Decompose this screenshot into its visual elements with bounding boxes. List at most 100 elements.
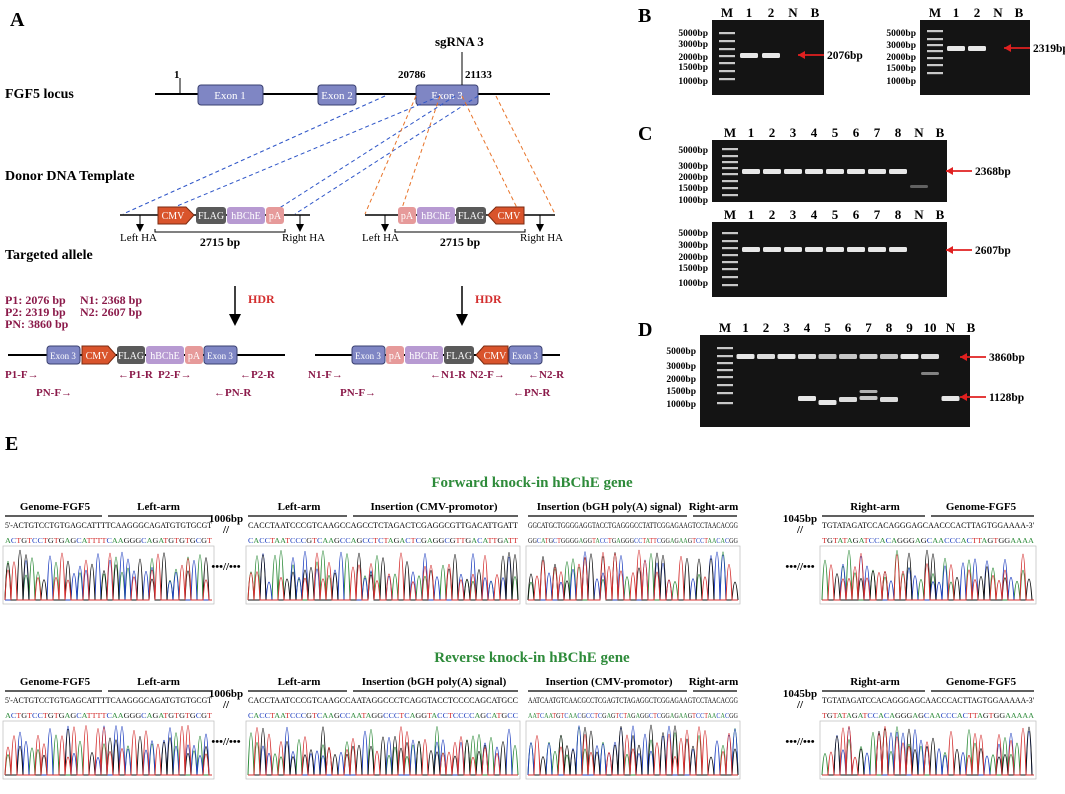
ladder-band (927, 38, 943, 41)
exon2-box (317, 84, 357, 106)
ladder-band (722, 155, 738, 158)
gap-ellipsis: •••//••• (785, 736, 814, 748)
donor1-hbche (227, 207, 265, 224)
sample-band (947, 46, 965, 51)
sample-band (736, 354, 755, 359)
rev-hbche-label: hBChE (409, 351, 438, 362)
ladder-band (722, 173, 738, 176)
lane-label-4: 4 (811, 207, 818, 222)
rev-cmv-label: CMV (484, 351, 508, 362)
region-label: Right-arm (850, 676, 900, 688)
lane-label-N: N (993, 5, 1003, 20)
called-bases: TGTATAGATCCACAGGGAGCAACCCACTTAGTGGAAAAA (822, 711, 1035, 720)
exon2-label: Exon 2 (321, 90, 352, 102)
donor2-hbche-label: hBChE (421, 211, 450, 222)
band-arrow-head (960, 353, 967, 361)
fwd-cmv-label: CMV (86, 351, 110, 362)
lane-label-8: 8 (886, 320, 893, 335)
primer-p1-f: P1-F→ (5, 369, 39, 381)
donor2-hbche (417, 207, 455, 224)
rev-hbche (405, 346, 443, 364)
called-bases: TGTATAGATCCACAGGGAGCAACCCACTTAGTGGAAAA (822, 536, 1035, 545)
size-label-bp5000: 5000bp (886, 29, 916, 39)
called-bases: ACTGTCCTGTGAGCATTTTCAAGGGCAGATGTGTGCGT (5, 536, 212, 545)
trace-frame (819, 720, 1037, 780)
panel-label-d: D (638, 319, 652, 341)
sample-band (880, 354, 898, 359)
lane-label-N: N (946, 320, 956, 335)
rev-flag (444, 346, 474, 364)
band-size-d_band_lo: 1128bp (989, 392, 1024, 404)
gap-size-label: 1045bp (783, 513, 817, 525)
sample-band (762, 53, 780, 58)
chromatogram-trace (4, 549, 212, 601)
sample-band (763, 247, 781, 252)
exon1-label: Exon 1 (214, 90, 245, 102)
region-label: Right-arm (689, 676, 739, 688)
gap-size-label: 1006bp (209, 688, 243, 700)
trace-frame (819, 545, 1037, 605)
sample-band (777, 354, 796, 359)
ladder-band (722, 276, 738, 279)
band-size-b1_band: 2076bp (827, 50, 863, 62)
donor2-left-ha: Left HA (362, 232, 399, 244)
region-label: Genome-FGF5 (20, 676, 91, 688)
size-label-bp1500: 1500bp (678, 184, 708, 194)
lane-label-5: 5 (832, 125, 839, 140)
panel-label-c: C (638, 123, 652, 145)
lane-label-3: 3 (790, 207, 797, 222)
size-label-bp1000: 1000bp (678, 196, 708, 206)
lane-label-N: N (914, 125, 924, 140)
gap-size-label: 1006bp (209, 513, 243, 525)
panel-label-b: B (638, 5, 651, 27)
rev-exon3-right (508, 345, 543, 365)
donor2-cmv-label: CMV (498, 211, 522, 222)
chromatogram-trace (4, 552, 212, 601)
ladder-band (719, 48, 735, 51)
lane-label-8: 8 (895, 207, 902, 222)
region-label: Left-arm (137, 501, 180, 513)
sample-band (839, 397, 857, 402)
ladder-band (717, 355, 733, 358)
reference-sequence: AATCAATGTCAACGCCTCGAGTCTAGAGGCTCGGAGAAGT… (528, 696, 738, 705)
ladder-band (719, 32, 735, 35)
primer-p2-f: P2-F→ (158, 369, 192, 381)
size-label-bp2000: 2000bp (678, 253, 708, 263)
band-arrow-head (946, 167, 953, 175)
primer-n1-f: N1-F→ (308, 369, 343, 381)
exon3-label: Exon 3 (431, 90, 463, 102)
ladder-band (927, 72, 943, 75)
lane-label-B: B (936, 125, 945, 140)
sample-band (784, 247, 802, 252)
primer-n1-r: ←N1-R (430, 369, 467, 381)
lane-label-2: 2 (974, 5, 981, 20)
gap-break: // (222, 524, 230, 536)
donor2-flag-label: FLAG (458, 211, 484, 222)
sample-band (868, 247, 886, 252)
fgf5-locus-label: FGF5 locus (5, 87, 74, 102)
sample-band (839, 354, 857, 359)
gel-background (712, 222, 947, 297)
chromatogram-trace (248, 726, 518, 776)
ladder-band (719, 62, 735, 65)
panel-e: E Forward knock-in hBChE gene Reverse kn… (2, 433, 1037, 780)
reference-sequence: 5'-ACTGTCCTGTGAGCATTTTCAAGGGCAGATGTGTGCG… (5, 696, 212, 705)
panel-a: A FGF5 locus 1 Exon 1 Exon 2 Exon 3 sgRN… (5, 9, 565, 399)
lane-label-M: M (721, 5, 733, 20)
rev-exon3-left (351, 345, 386, 365)
gap-break: // (796, 524, 804, 536)
panel-label-a: A (10, 9, 25, 31)
region-label: Insertion (bGH poly(A) signal) (537, 501, 682, 513)
fwd-flag (117, 346, 145, 364)
reference-sequence: 5'-ACTGTCCTGTGAGCATTTTCAAGGGCAGATGTGTGCG… (5, 521, 212, 530)
donor2-pa-label: pA (401, 211, 414, 222)
lane-label-6: 6 (853, 207, 860, 222)
lane-label-M: M (929, 5, 941, 20)
sample-band (740, 53, 758, 58)
lane-label-M: M (724, 207, 736, 222)
